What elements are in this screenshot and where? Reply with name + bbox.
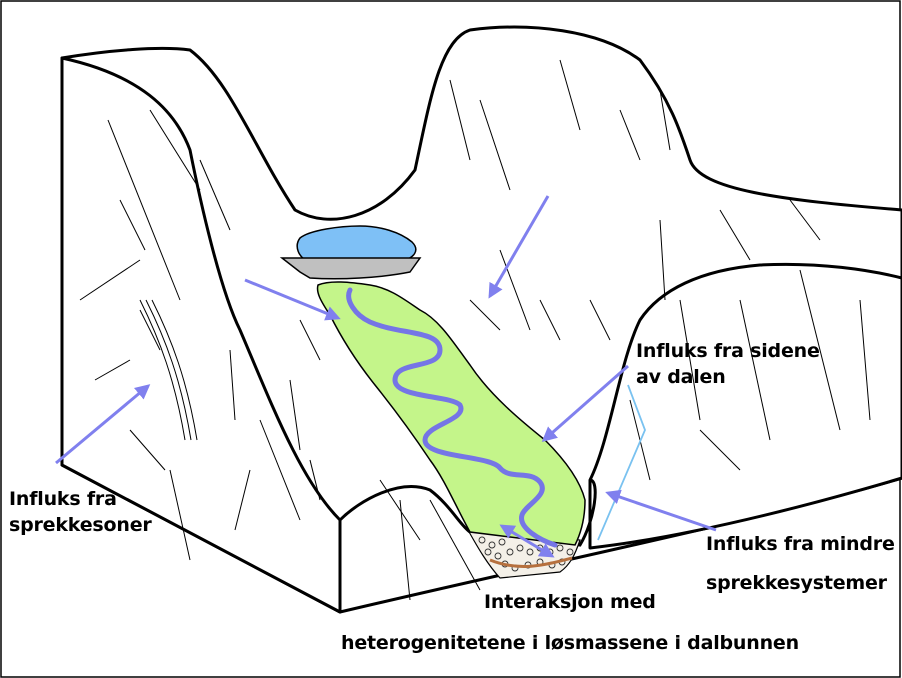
label-interaction-line1: Interaksjon med: [484, 591, 656, 613]
label-fractures-line2: sprekkesoner: [9, 514, 152, 536]
label-interaction-line2: heterogenitetene i løsmassene i dalbunne…: [341, 632, 799, 654]
label-minor-line1: Influks fra mindre: [706, 533, 895, 555]
label-sides-line2: av dalen: [636, 366, 726, 388]
label-minor-line2: sprekkesystemer: [706, 572, 887, 594]
label-sides-line1: Influks fra sidene: [636, 340, 820, 362]
label-fractures-line1: Influks fra: [9, 488, 117, 510]
